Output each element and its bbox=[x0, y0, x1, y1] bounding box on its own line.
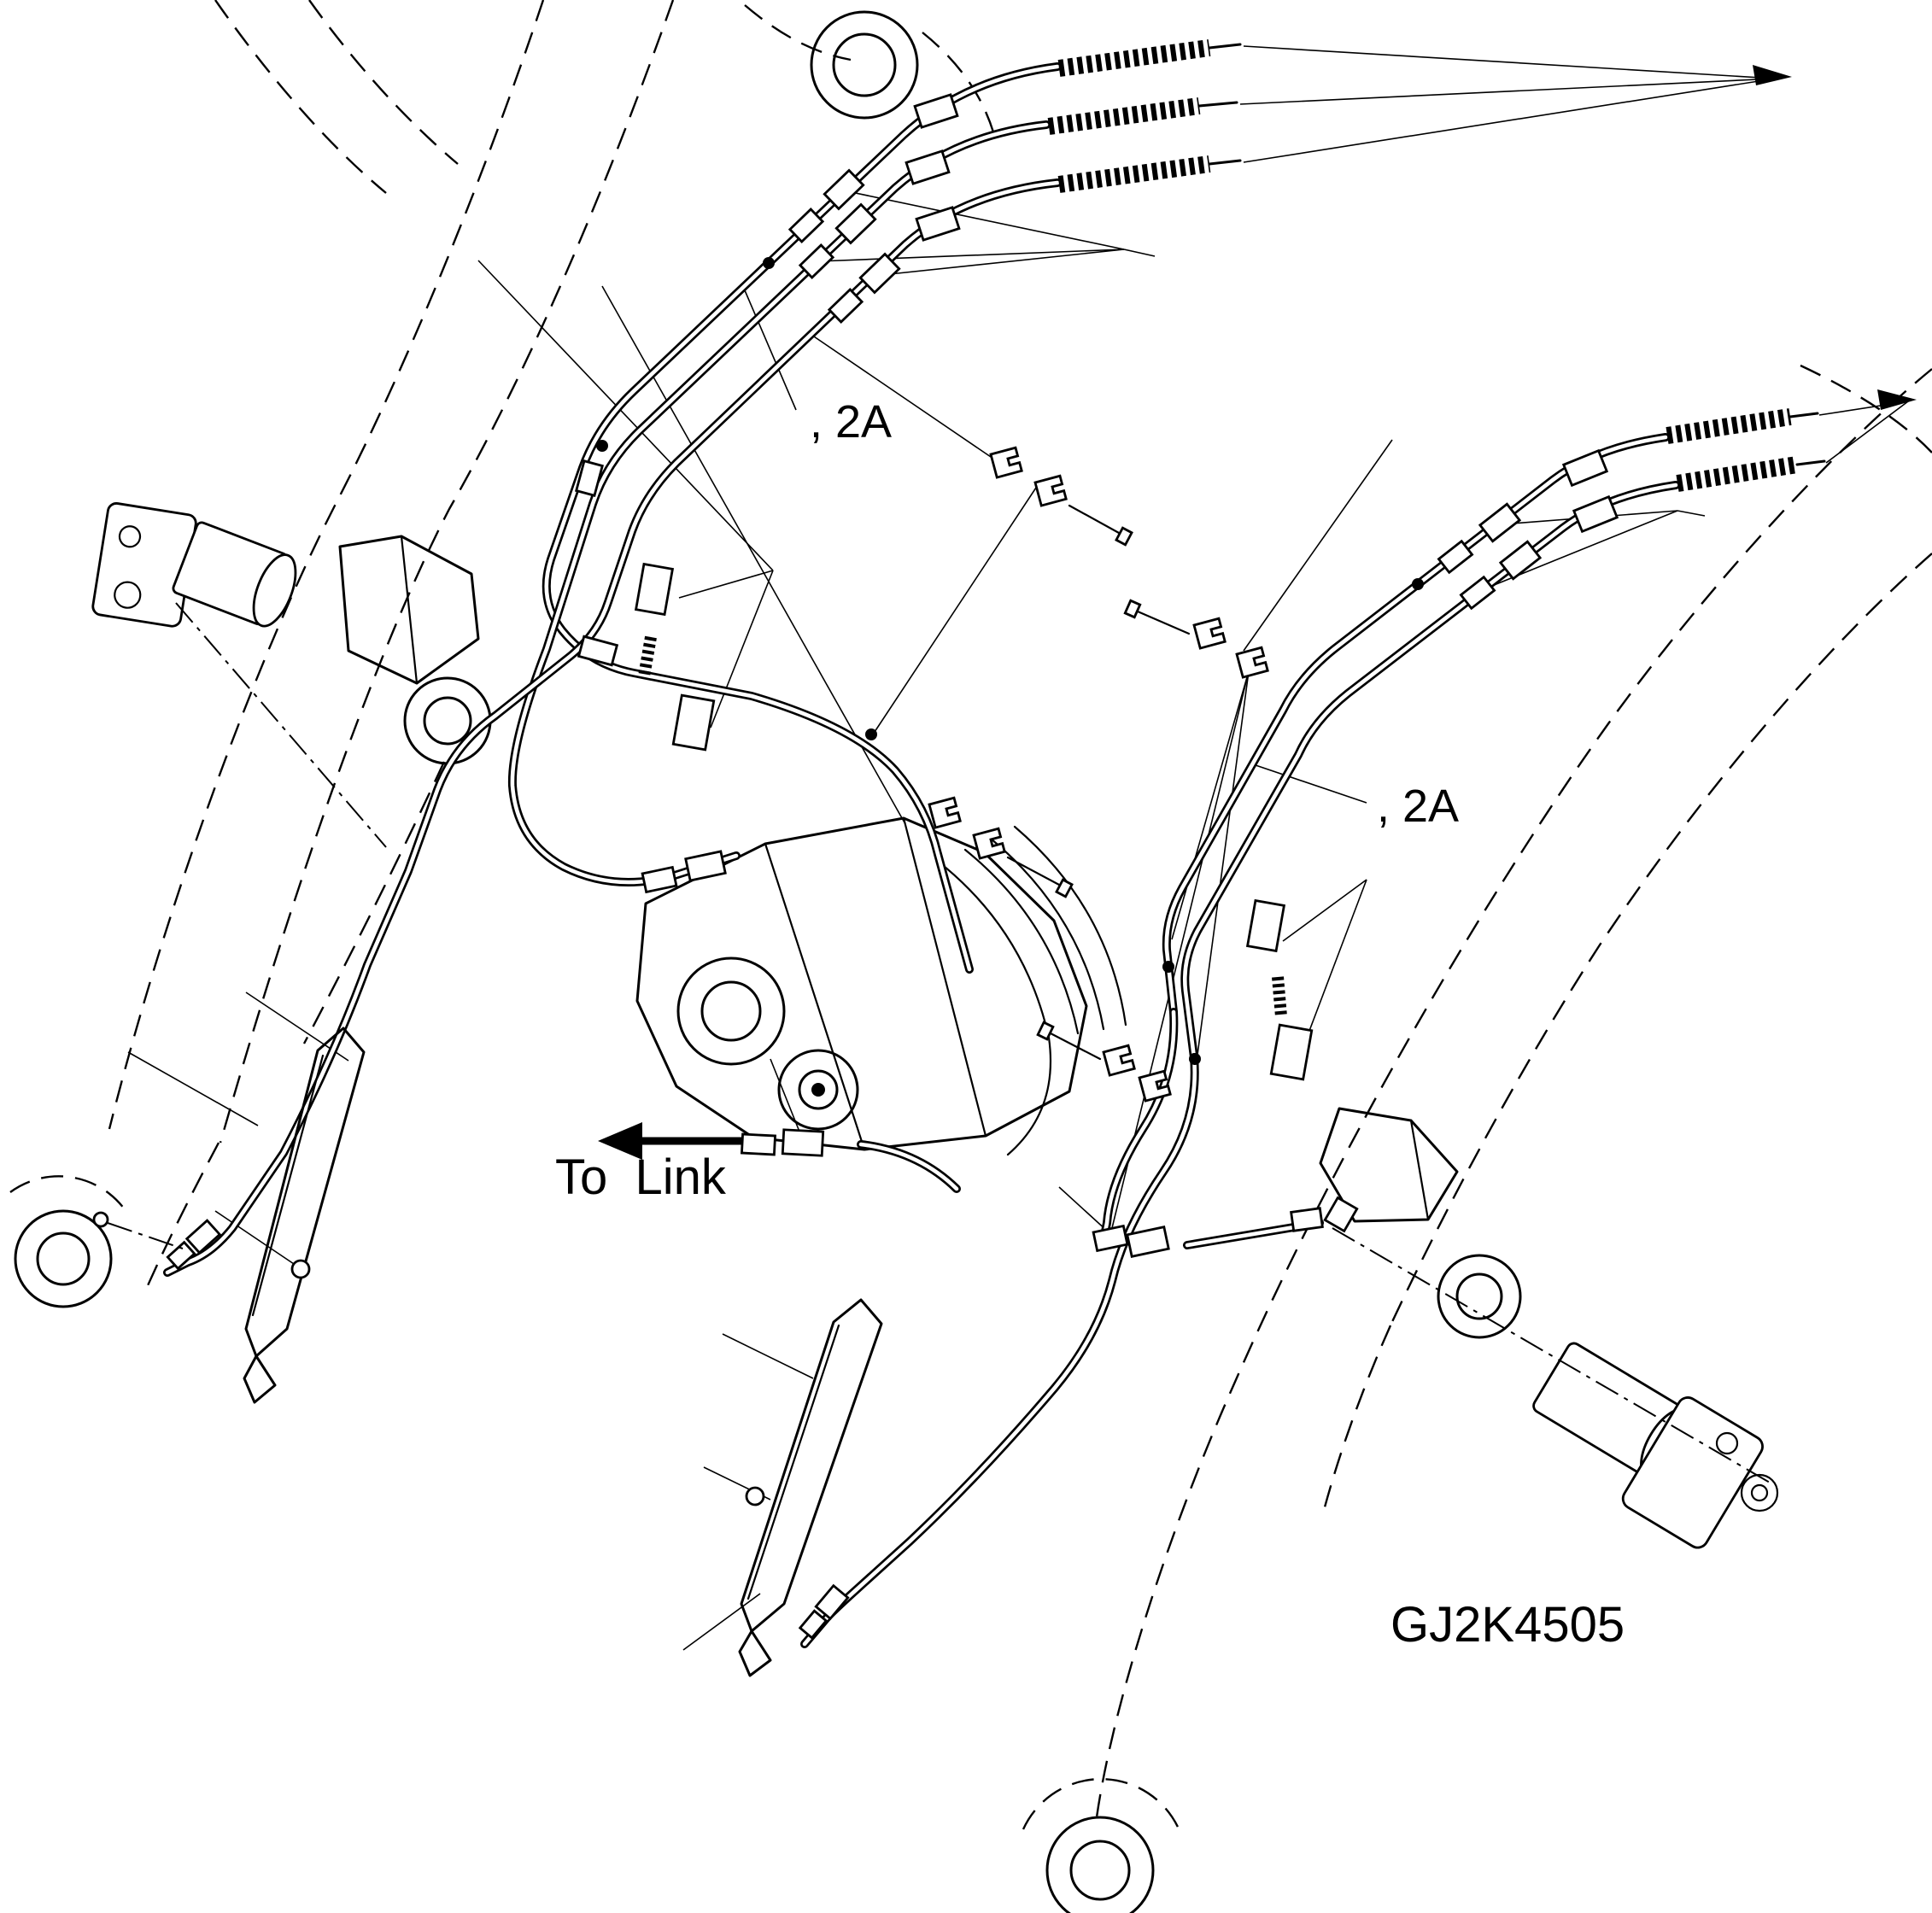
hose-coil-left-3 bbox=[1057, 155, 1242, 193]
pin-bracket-left bbox=[91, 502, 387, 848]
boom-left-outline bbox=[9, 0, 996, 1292]
ref-label-left: , 2A bbox=[810, 396, 892, 448]
connection-dots bbox=[596, 257, 1424, 1065]
clamp-bolt bbox=[1068, 504, 1121, 535]
hose-coil-right-1 bbox=[1666, 408, 1819, 444]
clamps-right-mid bbox=[1036, 1021, 1172, 1103]
bellcrank-assembly bbox=[635, 816, 1127, 1156]
hose-coil-right-2 bbox=[1676, 456, 1826, 492]
to-link-arrow bbox=[598, 1122, 741, 1160]
arm-section-right bbox=[1319, 1107, 1459, 1223]
tube-fittings bbox=[166, 93, 1619, 1640]
clamps-right-upper bbox=[1123, 599, 1269, 679]
hose-to-link bbox=[861, 1144, 957, 1189]
boom-bushings bbox=[14, 10, 1522, 1913]
hose-coil-left-1 bbox=[1057, 39, 1242, 77]
tube-run-left-3 bbox=[167, 183, 1057, 1272]
elbow-left-detail bbox=[92, 1211, 184, 1249]
clamp-bolt bbox=[1049, 1032, 1102, 1061]
clamps-left-mid bbox=[928, 796, 1074, 898]
fitting-stack-left bbox=[634, 562, 716, 752]
hose-guard-center bbox=[738, 1298, 883, 1677]
tube-run-left-2 bbox=[512, 125, 1046, 882]
clamp-bolt bbox=[1136, 610, 1191, 635]
hose-end-arrow-left bbox=[1239, 45, 1792, 163]
pin-bracket-right bbox=[1332, 1227, 1779, 1549]
guard-center-nut bbox=[745, 1486, 765, 1506]
clamp-bolt bbox=[1006, 856, 1061, 886]
hose-end-arrow-right bbox=[1818, 389, 1917, 464]
drawing-number: GJ2K4505 bbox=[1390, 1597, 1625, 1653]
clamps-left-upper bbox=[989, 446, 1133, 547]
ref-label-right: , 2A bbox=[1377, 781, 1459, 832]
hose-coil-left-2 bbox=[1047, 97, 1238, 135]
arm-section-left bbox=[338, 535, 480, 685]
leader-lines bbox=[127, 190, 1706, 1651]
hose-guard-left bbox=[243, 1027, 366, 1404]
fitting-stack-right bbox=[1245, 898, 1314, 1081]
guard-left-nut bbox=[290, 1259, 311, 1279]
to-link-label: To Link bbox=[555, 1150, 727, 1205]
